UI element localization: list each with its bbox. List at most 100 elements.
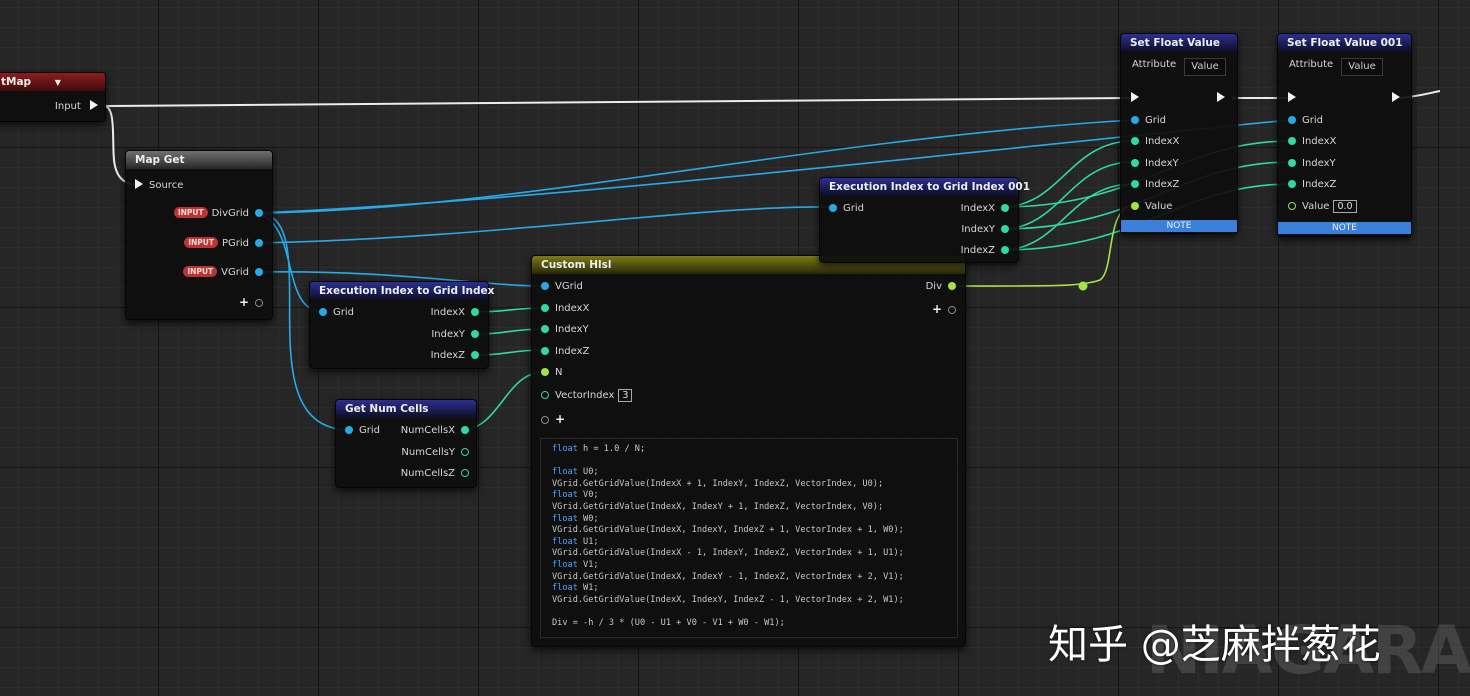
numcellsy-output-pin[interactable]: NumCellsY — [401, 446, 469, 460]
exec-output-pin[interactable] — [1217, 92, 1225, 106]
int-pin-empty-icon[interactable] — [541, 391, 549, 399]
int-pin-empty-icon[interactable] — [461, 448, 469, 456]
int-pin-empty-icon[interactable] — [461, 469, 469, 477]
grid-input-pin[interactable]: Grid — [1131, 114, 1166, 128]
reroute-knot[interactable] — [1078, 281, 1088, 291]
add-pin-row[interactable]: + — [239, 295, 263, 309]
set-float-value-header[interactable]: Set Float Value — [1121, 34, 1237, 52]
exec-index-001-header[interactable]: Execution Index to Grid Index 001 — [820, 178, 1030, 196]
int-pin-icon[interactable] — [1288, 180, 1296, 188]
numcellsx-output-pin[interactable]: NumCellsX — [401, 424, 469, 438]
float-pin-empty-icon[interactable] — [1288, 202, 1296, 210]
float-pin-icon[interactable] — [541, 368, 549, 376]
int-pin-icon[interactable] — [541, 325, 549, 333]
indexz-output-pin[interactable]: IndexZ — [431, 349, 479, 363]
left-map-node[interactable]: tMap ▼ Input — [0, 72, 106, 122]
indexx-input-pin[interactable]: IndexX — [1288, 135, 1336, 149]
grid-pin-icon[interactable] — [1288, 116, 1296, 124]
exec-arrow-icon[interactable] — [1217, 92, 1225, 102]
grid-input-pin[interactable]: Grid — [319, 306, 354, 320]
value-default-field[interactable]: 0.0 — [1333, 200, 1357, 213]
value-input-pin[interactable]: Value — [1131, 200, 1172, 214]
exec-arrow-icon[interactable] — [1131, 92, 1139, 102]
wire[interactable] — [948, 204, 1134, 287]
exec-index-001-node[interactable]: Execution Index to Grid Index 001 Grid I… — [819, 177, 1030, 263]
add-pin-icon[interactable]: + — [555, 412, 566, 426]
grid-pin-icon[interactable] — [345, 426, 353, 434]
exec-input-pin[interactable] — [1288, 92, 1296, 106]
indexz-input-pin[interactable]: IndexZ — [1131, 178, 1179, 192]
add-pin-icon[interactable]: + — [931, 302, 942, 316]
int-pin-icon[interactable] — [1001, 225, 1009, 233]
grid-pin-icon[interactable] — [541, 282, 549, 290]
wire[interactable] — [256, 271, 545, 287]
grid-pin-icon[interactable] — [829, 204, 837, 212]
set-float-value-001-node[interactable]: Set Float Value 001 Attribute Value Grid… — [1277, 33, 1412, 237]
indexy-output-pin[interactable]: IndexY — [431, 328, 479, 342]
exec-output-pin[interactable] — [1392, 92, 1400, 106]
int-pin-icon[interactable] — [461, 426, 469, 434]
note-button[interactable]: NOTE — [1278, 222, 1411, 234]
add-output-pin-row[interactable]: + — [932, 302, 956, 316]
attribute-value-field[interactable]: Value — [1341, 58, 1383, 76]
set-float-value-001-header[interactable]: Set Float Value 001 — [1278, 34, 1411, 52]
int-pin-icon[interactable] — [1288, 159, 1296, 167]
int-pin-icon[interactable] — [541, 347, 549, 355]
wire[interactable] — [1001, 183, 1134, 251]
indexx-input-pin[interactable]: IndexX — [541, 302, 589, 316]
indexz-output-pin[interactable]: IndexZ — [961, 244, 1009, 258]
chevron-down-icon[interactable]: ▼ — [54, 78, 61, 87]
set-float-value-node[interactable]: Set Float Value Attribute Value Grid Ind… — [1120, 33, 1238, 234]
add-pin-icon[interactable]: + — [238, 295, 249, 309]
int-pin-icon[interactable] — [1288, 137, 1296, 145]
exec-arrow-icon[interactable] — [135, 179, 143, 189]
exec-arrow-icon[interactable] — [1288, 92, 1296, 102]
indexx-input-pin[interactable]: IndexX — [1131, 135, 1179, 149]
wire[interactable] — [256, 212, 351, 431]
get-num-cells-node[interactable]: Get Num Cells Grid NumCellsX NumCellsY N… — [335, 399, 477, 488]
indexy-output-pin[interactable]: IndexY — [961, 223, 1009, 237]
wire[interactable] — [103, 97, 1131, 107]
int-pin-icon[interactable] — [471, 330, 479, 338]
input-exec-pin[interactable]: Input — [55, 100, 98, 114]
grid-input-pin[interactable]: Grid — [345, 424, 380, 438]
grid-pin-icon[interactable] — [255, 239, 263, 247]
map-get-header[interactable]: Map Get — [126, 151, 272, 169]
exec-arrow-icon[interactable] — [90, 100, 98, 110]
float-pin-icon[interactable] — [1131, 202, 1139, 210]
int-pin-icon[interactable] — [471, 351, 479, 359]
wire[interactable] — [256, 119, 1134, 214]
grid-input-pin[interactable]: Grid — [1288, 114, 1323, 128]
wire[interactable] — [1001, 140, 1134, 208]
int-pin-icon[interactable] — [1131, 159, 1139, 167]
n-input-pin[interactable]: N — [541, 366, 562, 380]
note-button[interactable]: NOTE — [1121, 220, 1237, 232]
exec-index-node[interactable]: Execution Index to Grid Index Grid Index… — [309, 281, 494, 369]
float-pin-icon[interactable] — [948, 282, 956, 290]
indexz-input-pin[interactable]: IndexZ — [541, 345, 589, 359]
indexz-input-pin[interactable]: IndexZ — [1288, 178, 1336, 192]
source-exec-pin[interactable]: Source — [135, 179, 183, 193]
grid-pin-icon[interactable] — [319, 308, 327, 316]
int-pin-icon[interactable] — [541, 304, 549, 312]
exec-index-header[interactable]: Execution Index to Grid Index — [310, 282, 494, 300]
grid-input-pin[interactable]: Grid — [829, 202, 864, 216]
exec-input-pin[interactable] — [1131, 92, 1139, 106]
indexy-input-pin[interactable]: IndexY — [1131, 157, 1179, 171]
indexx-output-pin[interactable]: IndexX — [431, 306, 479, 320]
grid-pin-icon[interactable] — [255, 268, 263, 276]
wire[interactable] — [1001, 161, 1134, 230]
int-pin-icon[interactable] — [1001, 246, 1009, 254]
hlsl-code-editor[interactable]: float h = 1.0 / N;float U0;VGrid.GetGrid… — [540, 438, 958, 638]
div-output-pin[interactable]: Div — [926, 280, 956, 294]
indexy-input-pin[interactable]: IndexY — [541, 323, 589, 337]
vector-index-value[interactable]: 3 — [618, 389, 633, 402]
left-map-header[interactable]: tMap ▼ — [0, 73, 105, 91]
indexy-input-pin[interactable]: IndexY — [1288, 157, 1336, 171]
